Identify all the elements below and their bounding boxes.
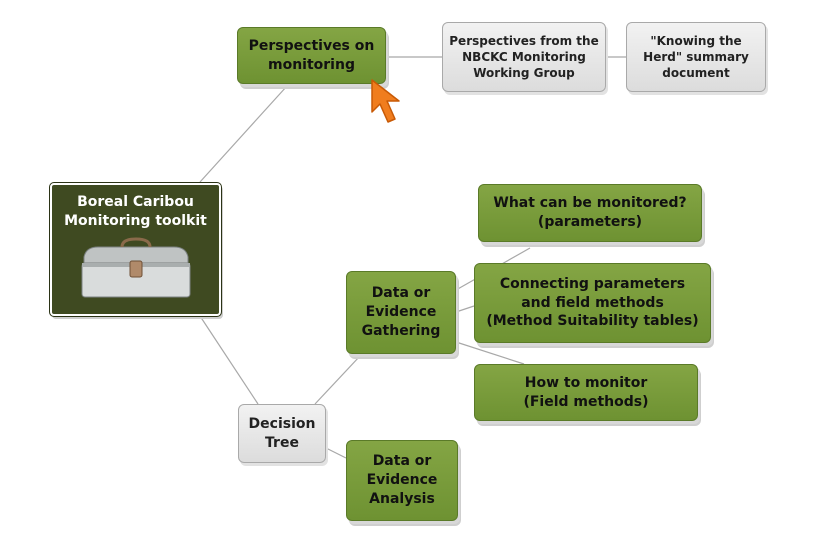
link-gathering-connecting: [455, 305, 475, 313]
data-analysis-label: Data or Evidence Analysis: [366, 453, 438, 507]
data-analysis-node[interactable]: Data or Evidence Analysis: [346, 440, 458, 521]
nbckc-node[interactable]: Perspectives from the NBCKC Monitoring W…: [442, 22, 606, 92]
link-decisiontree-analysis: [325, 447, 347, 459]
data-gathering-node[interactable]: Data or Evidence Gathering: [346, 271, 456, 354]
knowing-herd-node[interactable]: "Knowing the Herd" summary document: [626, 22, 766, 92]
how-to-label: How to monitor (Field methods): [523, 374, 649, 410]
knowing-herd-label: "Knowing the Herd" summary document: [643, 33, 749, 81]
root-node[interactable]: Boreal Caribou Monitoring toolkit: [49, 182, 222, 317]
decision-tree-node[interactable]: Decision Tree: [238, 404, 326, 463]
connecting-node[interactable]: Connecting parameters and field methods …: [474, 263, 711, 343]
data-gathering-label: Data or Evidence Gathering: [361, 285, 441, 339]
link-root-perspectives: [199, 85, 288, 183]
perspectives-node[interactable]: Perspectives on monitoring: [237, 27, 386, 84]
link-gathering-howto: [455, 341, 525, 365]
connecting-label: Connecting parameters and field methods …: [486, 275, 699, 330]
how-to-node[interactable]: How to monitor (Field methods): [474, 364, 698, 421]
decision-tree-label: Decision Tree: [248, 415, 316, 451]
what-monitored-node[interactable]: What can be monitored? (parameters): [478, 184, 702, 242]
what-monitored-label: What can be monitored? (parameters): [493, 195, 687, 230]
link-decisiontree-gathering: [314, 355, 361, 405]
toolbox-icon: [81, 237, 190, 298]
nbckc-label: Perspectives from the NBCKC Monitoring W…: [449, 33, 599, 81]
pointer-cursor-icon: [371, 79, 400, 123]
link-root-decisiontree: [199, 315, 259, 405]
root-title: Boreal Caribou Monitoring toolkit: [64, 194, 207, 229]
perspectives-label: Perspectives on monitoring: [248, 37, 375, 73]
